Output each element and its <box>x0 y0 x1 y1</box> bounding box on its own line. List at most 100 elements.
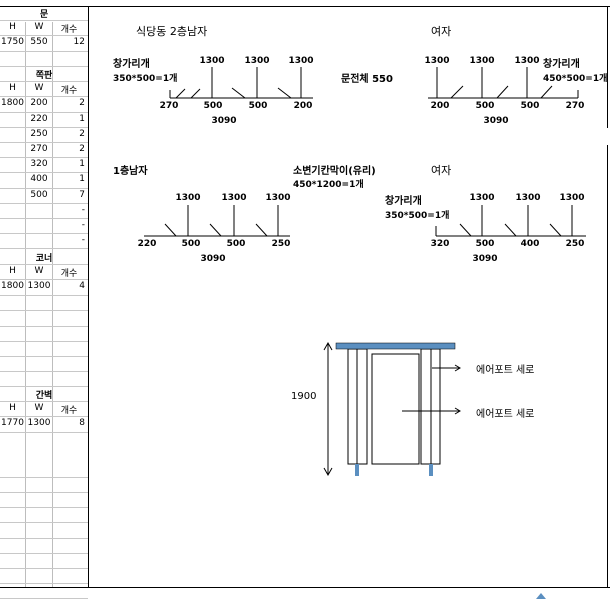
bottom-dim: 500 <box>475 101 495 111</box>
grid-line <box>52 22 53 588</box>
scroll-indicator-icon <box>536 593 546 599</box>
column-header: W <box>34 83 44 94</box>
column-header: H <box>9 403 16 414</box>
elevation-note: 에어포트 세로 <box>476 409 535 420</box>
top-dim: 1300 <box>469 56 495 66</box>
total-dim: 3090 <box>483 116 509 126</box>
table-cell: 250 <box>30 128 48 139</box>
column-header: 개수 <box>60 86 78 97</box>
section-title-text: 코너 <box>35 254 53 264</box>
bottom-dim: 500 <box>203 101 223 111</box>
total-dim: 3090 <box>472 254 498 264</box>
sheet-top-border <box>0 6 610 7</box>
table-row-empty <box>0 493 88 509</box>
table-row-empty <box>0 296 88 312</box>
top-dim: 1300 <box>515 193 541 203</box>
table-cell: 8 <box>79 418 85 429</box>
bottom-dim: 250 <box>271 239 291 249</box>
plan-title-floor2-male: 식당동 2층남자 <box>136 25 208 38</box>
bottom-dim: 500 <box>520 101 540 111</box>
table-section-title: 간벽 <box>0 387 88 403</box>
column-header: H <box>9 83 16 94</box>
sheet-right-border <box>607 6 608 128</box>
table-cell: 1 <box>79 159 85 170</box>
cubicle-leg <box>355 464 359 476</box>
table-cell: - <box>81 220 85 230</box>
table-cell: 4 <box>79 281 85 292</box>
section-title-text: 문 <box>39 10 49 20</box>
bottom-dim: 500 <box>181 239 201 249</box>
table-row-empty <box>0 52 88 68</box>
plan-title-floor1-female: 여자 <box>431 164 452 177</box>
top-dim: 1300 <box>175 193 201 203</box>
bottom-dim: 320 <box>430 239 450 249</box>
bottom-dim: 200 <box>430 101 450 111</box>
table-row-empty <box>0 327 88 343</box>
top-dim: 1300 <box>469 193 495 203</box>
bottom-dim: 500 <box>475 239 495 249</box>
window-label: 창가리개 <box>385 196 422 207</box>
top-dim: 1300 <box>559 193 585 203</box>
table-row: - <box>0 234 88 250</box>
table-cell: 1750 <box>1 37 24 48</box>
top-dim: 1300 <box>244 56 270 66</box>
table-cell: 1300 <box>27 418 51 429</box>
table-row-empty <box>0 539 88 555</box>
top-dim: 1300 <box>265 193 291 203</box>
top-dim: 1300 <box>288 56 314 66</box>
window-label: 창가리개 <box>543 59 580 70</box>
plan-title-floor2-female: 여자 <box>431 25 452 38</box>
plan-floor2-male <box>169 67 313 99</box>
column-header: W <box>34 22 44 33</box>
plan-floor1-male <box>144 205 290 237</box>
table-row: - <box>0 219 88 235</box>
window-size: 350*500=1개 <box>385 211 450 221</box>
table-right-border <box>88 6 89 588</box>
window-label: 창가리개 <box>113 59 150 70</box>
table-cell: 1300 <box>27 281 51 292</box>
table-cell: 500 <box>30 189 48 200</box>
bottom-dim: 270 <box>159 101 179 111</box>
table-cell: 550 <box>30 37 48 48</box>
top-dim: 1300 <box>424 56 450 66</box>
table-header-row: H W 개수 <box>0 82 88 98</box>
table-cell: 1800 <box>1 98 24 109</box>
door-note: 문전체 550 <box>341 74 393 85</box>
top-dim: 1300 <box>514 56 540 66</box>
section-title-text: 쪽판 <box>35 71 53 81</box>
plan-floor2-female <box>428 67 579 99</box>
bottom-dim: 250 <box>565 239 585 249</box>
bottom-dim: 500 <box>248 101 268 111</box>
table-cell: 270 <box>30 144 48 154</box>
table-cell: 400 <box>30 174 48 185</box>
table-cell: 2 <box>79 98 85 109</box>
column-header: 개수 <box>60 269 78 280</box>
plan-floor1-female <box>435 205 586 237</box>
table-row-empty <box>0 372 88 388</box>
window-size: 450*500=1개 <box>543 74 608 84</box>
column-header: H <box>9 22 16 33</box>
elevation-note: 에어포트 세로 <box>476 365 535 376</box>
grid-line <box>25 22 26 588</box>
table-row-empty <box>0 281 88 297</box>
table-row: - <box>0 204 88 219</box>
sheet-bottom-border <box>0 587 610 588</box>
urinal-partition-size: 450*1200=1개 <box>293 180 364 190</box>
table-row-empty <box>0 524 88 540</box>
table-row-empty <box>0 478 88 494</box>
table-row-empty <box>0 569 88 585</box>
table-section-title: 문 <box>0 6 88 22</box>
bottom-dim: 270 <box>565 101 585 111</box>
column-header: H <box>9 266 16 277</box>
